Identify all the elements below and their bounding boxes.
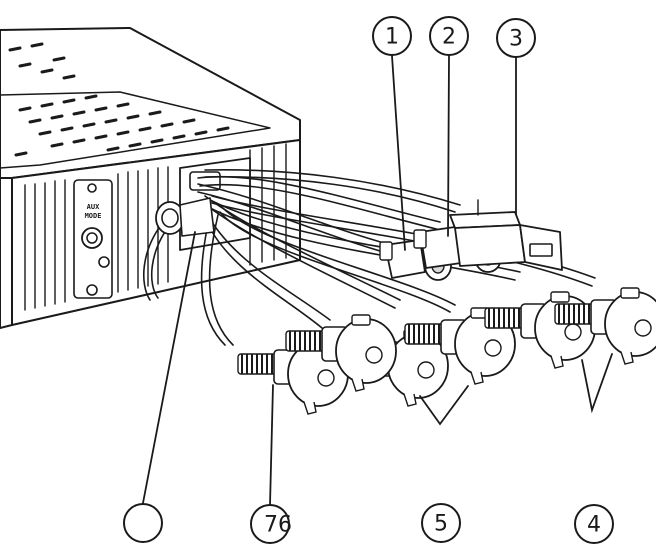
panel-label-mode: MODE bbox=[85, 212, 102, 220]
callout-6-label: 76 bbox=[264, 513, 292, 538]
callout-4: 4 bbox=[574, 504, 614, 544]
connector-3-usb bbox=[449, 199, 563, 271]
leader-4 bbox=[581, 353, 613, 414]
panel-screw-lower bbox=[86, 284, 98, 296]
ground-lead-connector bbox=[155, 197, 215, 237]
callout-2-label: 2 bbox=[442, 25, 456, 50]
callout-1: 1 bbox=[372, 16, 412, 56]
leader-5 bbox=[419, 385, 469, 426]
top-vents bbox=[8, 42, 230, 157]
callout-2: 2 bbox=[429, 16, 469, 56]
panel-screw-top bbox=[87, 183, 97, 193]
aux-mode-panel: AUX MODE bbox=[73, 179, 113, 299]
leader-lines bbox=[142, 55, 613, 506]
callout-4-label: 4 bbox=[587, 513, 601, 538]
front-vents bbox=[24, 143, 287, 311]
leader-1 bbox=[391, 55, 406, 251]
callout-5: 5 bbox=[421, 503, 461, 543]
aux-jack bbox=[81, 227, 103, 249]
callout-5-label: 5 bbox=[434, 512, 448, 537]
leader-7 bbox=[142, 231, 196, 504]
callout-1-label: 1 bbox=[385, 25, 399, 50]
callout-6: 76 bbox=[250, 504, 292, 544]
leader-2 bbox=[447, 55, 450, 237]
callout-7 bbox=[123, 503, 163, 543]
callout-3-label: 3 bbox=[509, 27, 523, 52]
leader-6 bbox=[269, 384, 274, 506]
panel-screw bbox=[98, 256, 110, 268]
callout-3: 3 bbox=[496, 18, 536, 58]
panel-label-aux: AUX bbox=[87, 203, 100, 211]
